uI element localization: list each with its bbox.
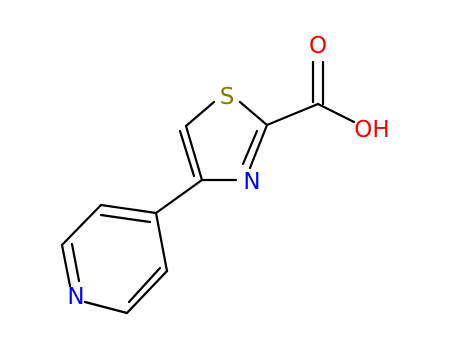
atom-label-sulfur: S <box>220 84 235 110</box>
bond-py-n-c6 <box>83 300 129 315</box>
bond-py-c3-c2 <box>60 203 103 247</box>
bond-c2-n3-double <box>241 129 259 166</box>
bond-c2-n3 <box>248 123 269 170</box>
bond-py-c2-n <box>60 243 72 288</box>
bond-c4-c5 <box>184 124 204 182</box>
bond-c2-cacid <box>265 102 320 127</box>
bond-py-c6-c5-double <box>127 266 162 304</box>
bond-s1-c2 <box>238 100 269 127</box>
bond-py-c4-c3-double <box>99 213 152 224</box>
bond-py-c6-c5 <box>125 269 169 315</box>
atom-label-pyridine-nitrogen: N <box>67 284 84 310</box>
bond-c5-s1 <box>184 100 216 128</box>
thiazole-ring <box>178 100 269 182</box>
bond-py-c5-c4 <box>154 211 169 273</box>
atom-label-thiazole-nitrogen: N <box>243 169 260 195</box>
bond-c4-c5-double <box>178 129 196 178</box>
bond-c4-pyridine <box>154 178 204 215</box>
bond-c-oh <box>316 102 356 124</box>
bond-py-c2-n-double <box>70 242 81 283</box>
bond-py-c4-c3 <box>99 203 158 215</box>
atom-label-hydroxyl: OH <box>354 117 389 143</box>
carboxyl-group <box>265 60 356 127</box>
pyridine-ring <box>60 203 169 315</box>
atom-label-carbonyl-oxygen: O <box>309 33 327 59</box>
